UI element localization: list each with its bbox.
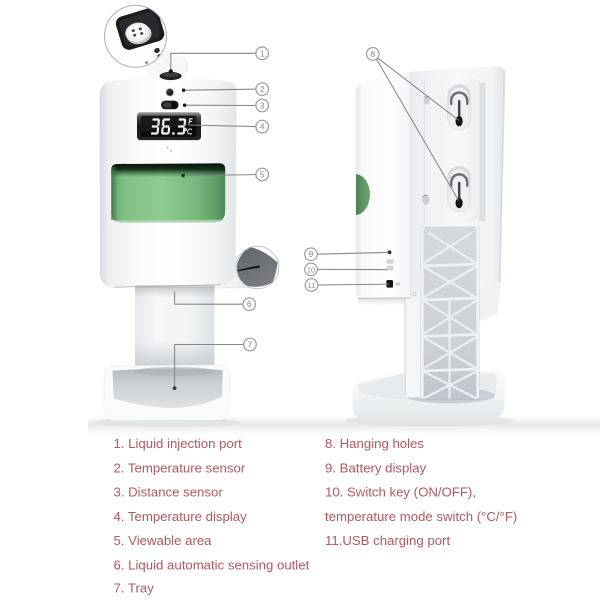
svg-text:3. Distance sensor: 3. Distance sensor: [114, 485, 224, 500]
svg-text:9. Battery display: 9. Battery display: [325, 460, 427, 475]
svg-text:2: 2: [260, 84, 265, 94]
svg-text:11: 11: [308, 281, 316, 290]
svg-text:4: 4: [260, 122, 265, 132]
svg-text:6. Liquid automatic sensing ou: 6. Liquid automatic sensing outlet: [114, 558, 310, 573]
svg-text:4. Temperature display: 4. Temperature display: [114, 509, 248, 524]
svg-text:6: 6: [247, 299, 252, 309]
svg-text:5. Viewable area: 5. Viewable area: [114, 533, 213, 548]
svg-text:11.USB charging port: 11.USB charging port: [325, 533, 450, 548]
svg-text:10: 10: [307, 265, 315, 274]
svg-text:1. Liquid injection port: 1. Liquid injection port: [114, 436, 243, 451]
svg-text:1: 1: [260, 48, 265, 58]
svg-text:7. Tray: 7. Tray: [114, 581, 155, 596]
svg-text:10. Switch key (ON/OFF),: 10. Switch key (ON/OFF),: [325, 485, 476, 500]
svg-text:8: 8: [370, 49, 375, 59]
svg-text:9: 9: [309, 249, 314, 259]
svg-text:temperature mode switch (°C/°F: temperature mode switch (°C/°F): [325, 509, 517, 524]
svg-text:5: 5: [260, 170, 265, 180]
svg-text:7: 7: [248, 340, 253, 350]
svg-text:3: 3: [260, 101, 265, 111]
svg-text:8. Hanging holes: 8. Hanging holes: [325, 436, 424, 451]
svg-text:2. Temperature sensor: 2. Temperature sensor: [114, 460, 246, 475]
